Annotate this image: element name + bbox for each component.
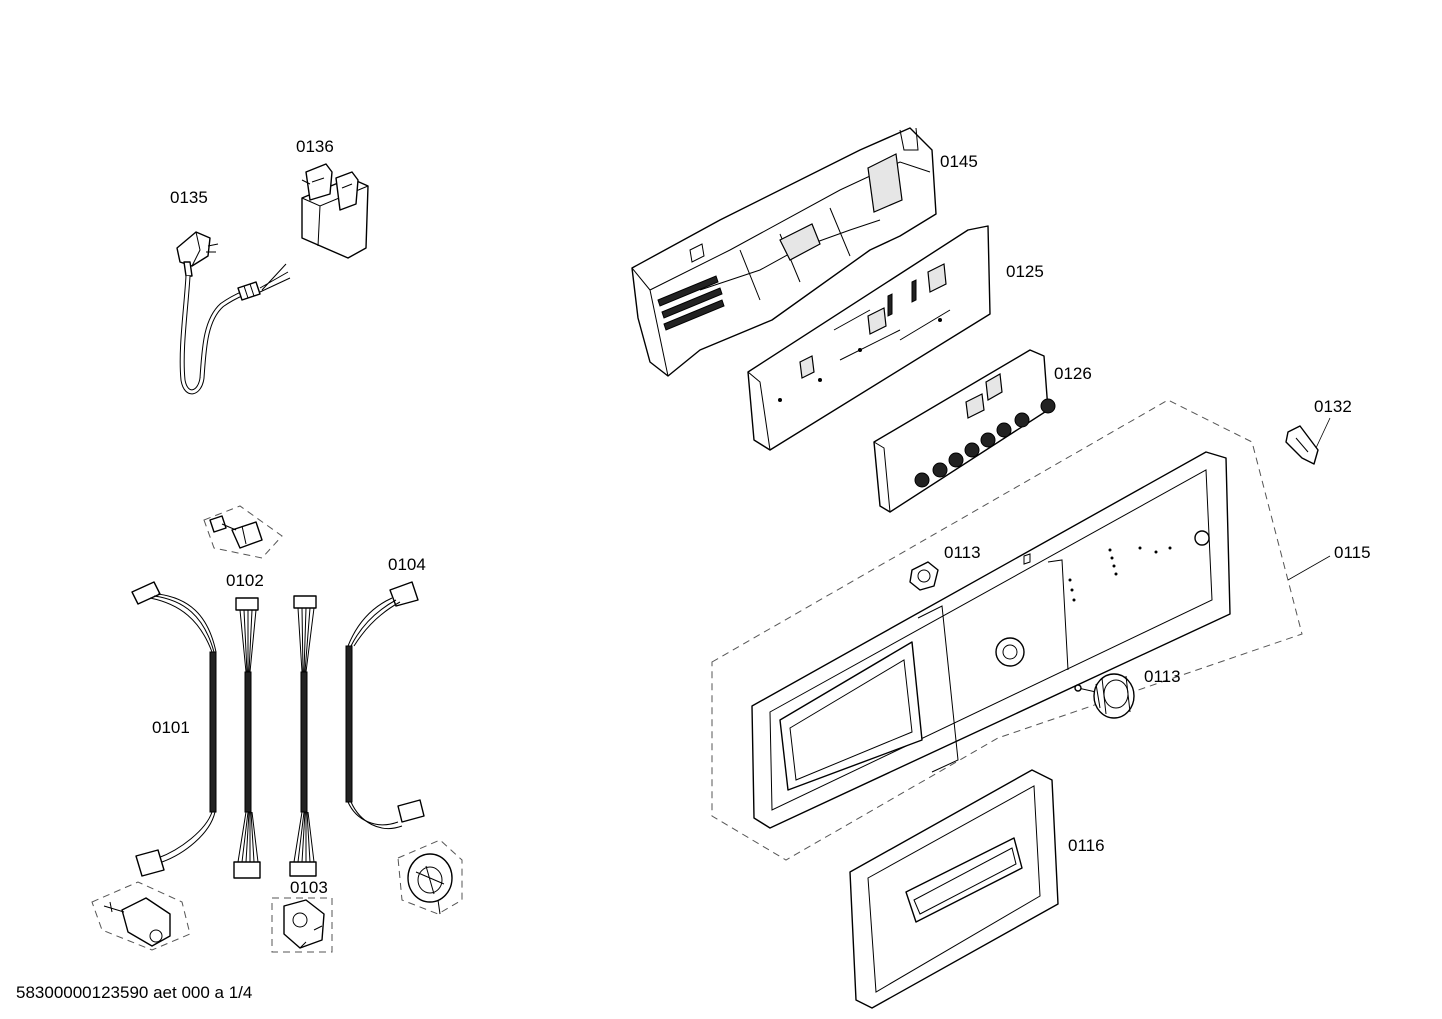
part-0136-interference-filter (301, 163, 369, 259)
label-0125: 0125 (1006, 262, 1044, 281)
part-round-switch (397, 839, 463, 915)
part-0115-control-fascia (751, 451, 1231, 829)
label-0145: 0145 (940, 152, 978, 171)
part-0103-wiring-harness (289, 595, 317, 877)
part-0135-power-cord (176, 231, 291, 395)
label-0116: 0116 (1068, 836, 1105, 855)
label-0126: 0126 (1054, 364, 1092, 383)
label-0132: 0132 (1314, 397, 1352, 416)
group-outline-0115 (711, 399, 1303, 861)
label-0136: 0136 (296, 137, 334, 156)
part-pressure-switch (91, 881, 191, 951)
part-0126-display-circuit-board (873, 349, 1056, 513)
label-0113-lower: 0113 (1144, 667, 1181, 686)
label-0101: 0101 (152, 718, 190, 737)
part-0113-selector-knob (1074, 673, 1135, 719)
part-sensor-small (271, 897, 333, 953)
part-0125-main-circuit-board (747, 225, 991, 451)
leader-0115 (1287, 555, 1331, 581)
part-0104-wiring-harness (345, 581, 425, 830)
part-0113-knob-insert (909, 561, 939, 591)
part-0101-wiring-harness (131, 581, 217, 877)
part-0102-wiring-harness (233, 597, 261, 879)
part-0145-control-module-housing (631, 127, 937, 377)
label-0104: 0104 (388, 555, 426, 574)
document-id: 58300000123590 aet 000 a 1/4 (16, 983, 252, 1002)
label-0115: 0115 (1334, 543, 1371, 562)
part-0116-drawer-handle (849, 769, 1059, 1009)
label-0135: 0135 (170, 188, 208, 207)
label-0103: 0103 (290, 878, 328, 897)
part-harness-connector-small (203, 505, 283, 559)
part-0132-bracket (1285, 417, 1331, 465)
label-0113-upper: 0113 (944, 543, 981, 562)
label-0102: 0102 (226, 571, 264, 590)
